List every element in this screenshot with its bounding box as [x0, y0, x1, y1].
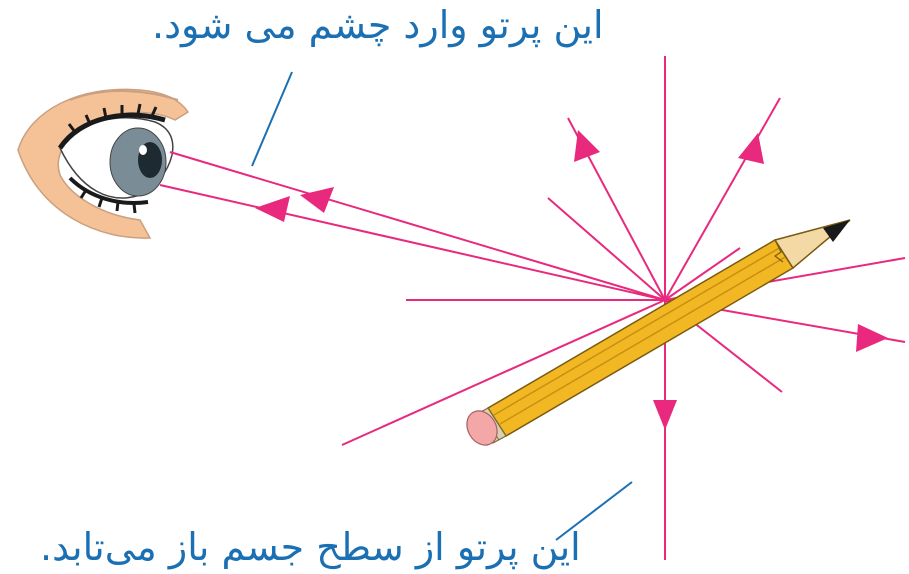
ray-to-eye-lower — [160, 185, 665, 300]
eye-icon — [18, 89, 188, 238]
arrow-to-eye-lower — [255, 196, 290, 222]
label-ray-enters-eye: این پرتو وارد چشم می شود. — [152, 6, 604, 44]
pencil-icon — [461, 220, 850, 451]
leader-line-top — [252, 72, 292, 166]
arrow-to-eye-upper — [300, 187, 334, 213]
arrow-up-right — [738, 133, 764, 164]
label-ray-from-surface: این پرتو از سطح جسم باز می‌تابد. — [40, 528, 581, 566]
arrow-down — [653, 400, 677, 430]
reflected-rays — [160, 56, 905, 560]
arrow-up-left — [574, 130, 600, 162]
ray-upper-left-short — [548, 198, 665, 300]
arrow-right — [856, 324, 888, 352]
ray-to-eye-upper — [170, 152, 665, 300]
